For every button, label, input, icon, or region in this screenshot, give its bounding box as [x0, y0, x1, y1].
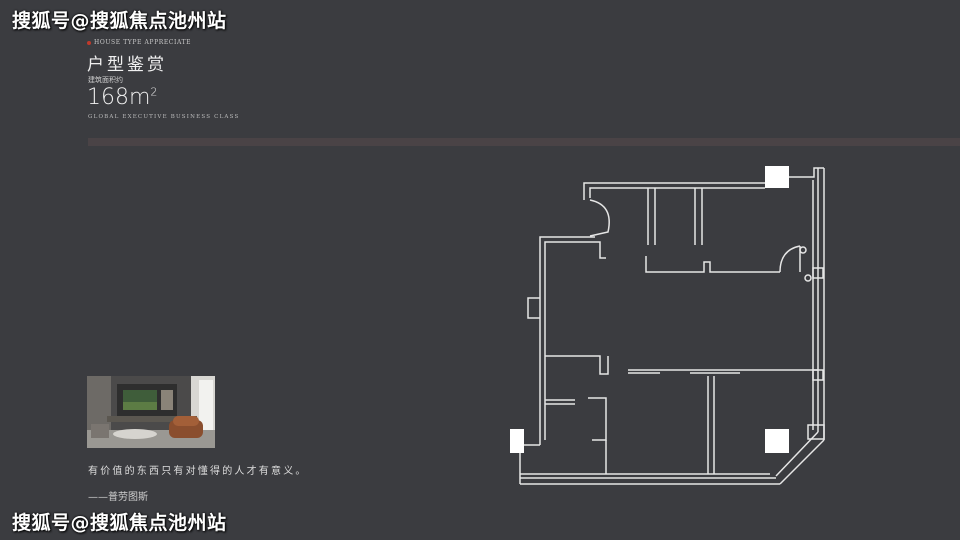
accent-dot-icon — [87, 40, 91, 45]
watermark-top: 搜狐号@搜狐焦点池州站 — [12, 10, 227, 32]
area-value: 168m2 — [87, 85, 157, 110]
area-label: 建筑面积约 — [88, 76, 123, 84]
tagline: GLOBAL EXECUTIVE BUSINESS CLASS — [88, 114, 240, 120]
eyebrow-text: HOUSE TYPE APPRECIATE — [94, 39, 192, 46]
quote-author: ——普劳图斯 — [88, 492, 148, 503]
quote-text: 有价值的东西只有对懂得的人才有意义。 — [88, 466, 308, 477]
area-unit-superscript: 2 — [150, 85, 158, 99]
column-bottom-left — [510, 429, 524, 453]
floor-plan — [480, 150, 840, 499]
area-number: 168m — [87, 85, 151, 110]
interior-photo — [87, 376, 215, 448]
column-bottom-right — [765, 429, 789, 453]
section-eyebrow: HOUSE TYPE APPRECIATE — [87, 39, 191, 46]
watermark-bottom: 搜狐号@搜狐焦点池州站 — [12, 512, 227, 534]
column-top-right — [765, 166, 789, 188]
page-title: 户型鉴赏 — [87, 55, 167, 75]
header-divider — [88, 138, 960, 146]
